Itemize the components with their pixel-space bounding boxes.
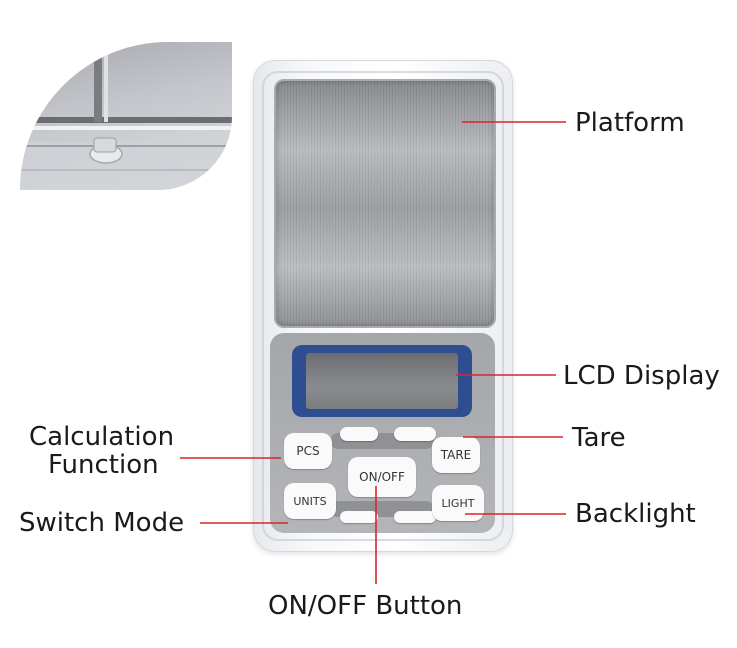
- weighing-platform: [274, 79, 496, 328]
- key-bottom-right-strip: [394, 511, 436, 523]
- label-on-off-button: ON/OFF Button: [268, 591, 463, 621]
- key-top-right-strip: [394, 427, 436, 441]
- label-calculation-line2: Function: [48, 450, 159, 480]
- label-switch-mode: Switch Mode: [19, 508, 185, 538]
- label-backlight: Backlight: [575, 499, 696, 529]
- light-button[interactable]: LIGHT: [432, 485, 484, 521]
- label-platform: Platform: [575, 108, 685, 138]
- lcd-bezel: [292, 345, 472, 417]
- key-bottom-left-strip: [340, 511, 378, 523]
- label-lcd-display: LCD Display: [563, 361, 720, 391]
- pcs-button[interactable]: PCS: [284, 433, 332, 469]
- label-tare: Tare: [572, 423, 626, 453]
- pocket-scale: PCS UNITS ON/OFF TARE LIGHT: [253, 60, 513, 552]
- tare-button[interactable]: TARE: [432, 437, 480, 473]
- lcd-screen: [306, 353, 458, 409]
- on-off-button[interactable]: ON/OFF: [348, 457, 416, 497]
- key-top-left-strip: [340, 427, 378, 441]
- control-panel: PCS UNITS ON/OFF TARE LIGHT: [270, 333, 495, 533]
- label-calculation-line1: Calculation: [29, 422, 175, 452]
- units-button[interactable]: UNITS: [284, 483, 336, 519]
